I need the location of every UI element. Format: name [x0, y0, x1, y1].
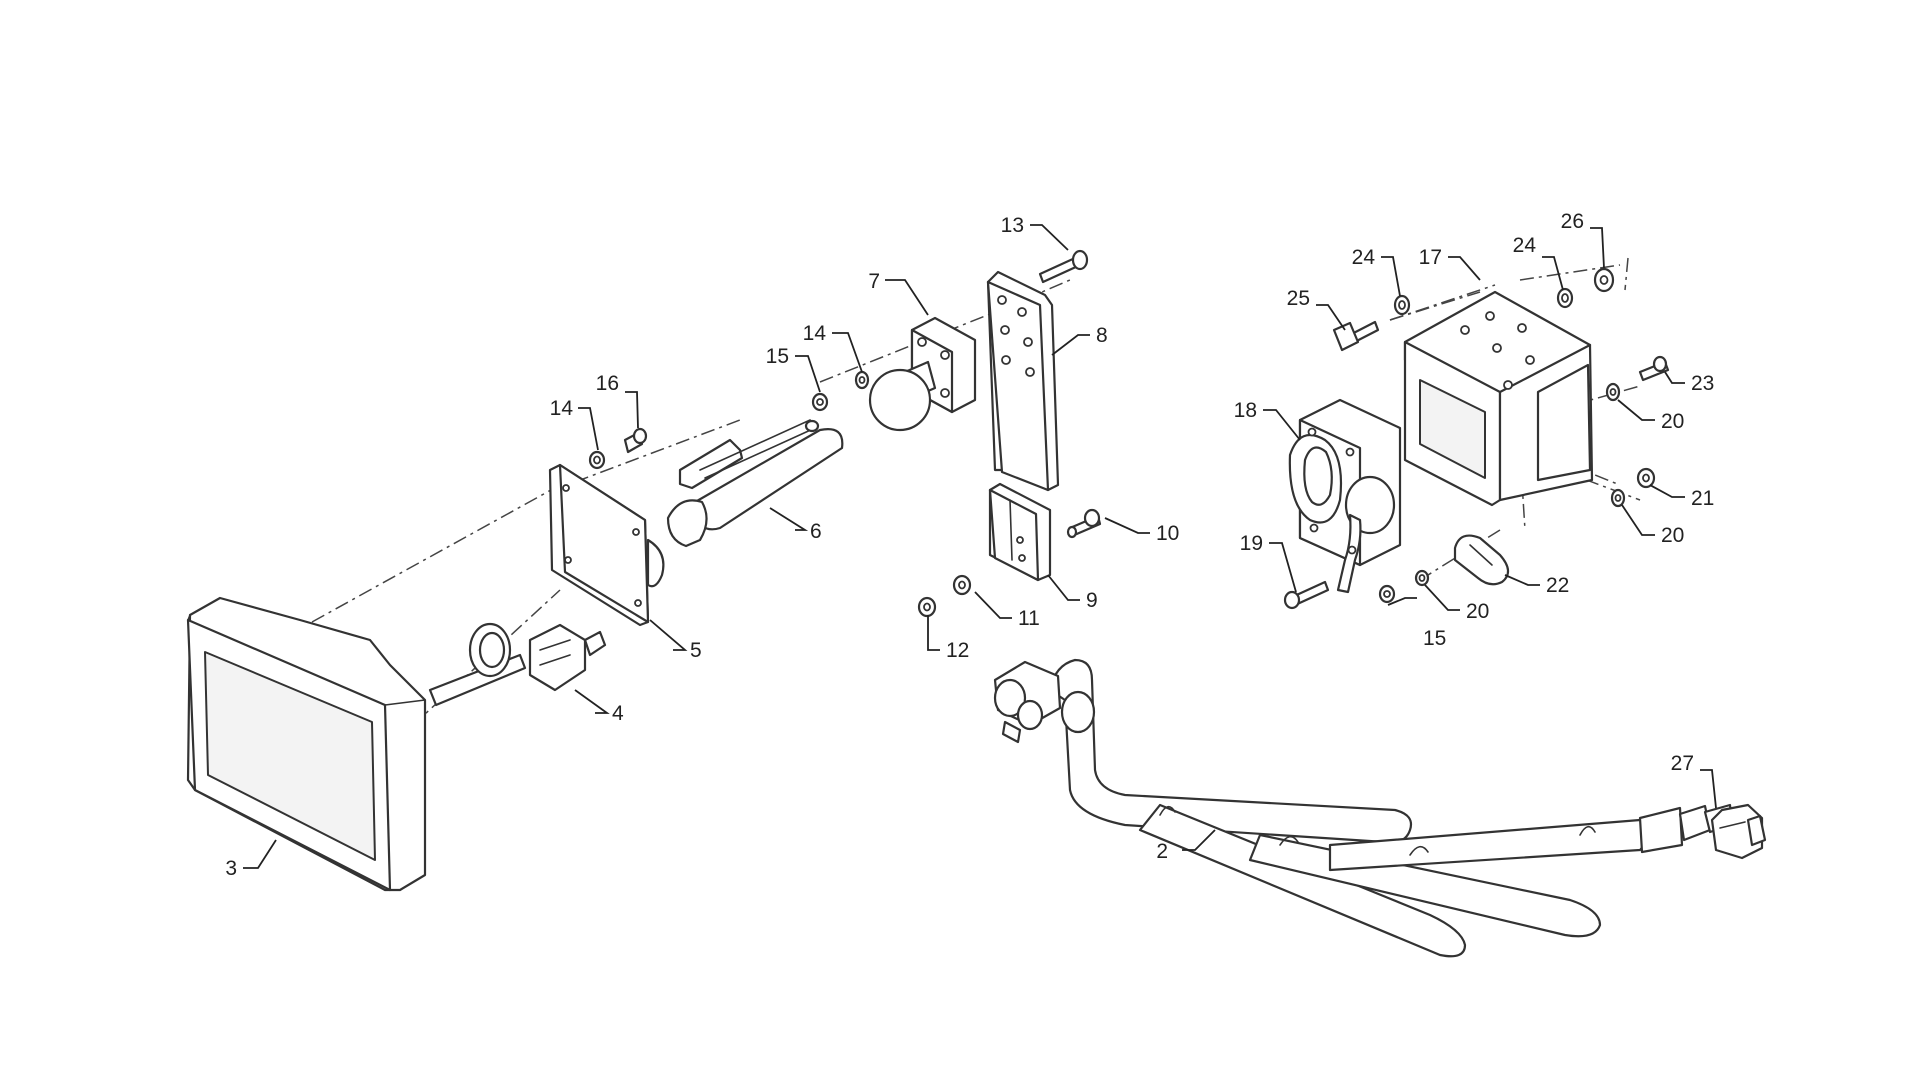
part-7-ball-mount [868, 316, 977, 432]
callout-8: 8 [1096, 324, 1108, 347]
leader-lines [243, 224, 1717, 869]
callout-5: 5 [690, 639, 702, 662]
callout-16: 16 [596, 372, 619, 395]
callout-2: 2 [1156, 840, 1168, 863]
hardware-bolts-washers [588, 249, 1670, 618]
callout-6: 6 [810, 520, 822, 543]
callout-20-upper: 20 [1661, 410, 1684, 433]
callout-14-center: 14 [803, 322, 827, 345]
part-2-wiring-harness [993, 658, 1734, 958]
callout-17: 17 [1419, 246, 1442, 269]
callout-4: 4 [612, 702, 624, 725]
callout-3: 3 [225, 857, 237, 880]
callout-20-lower: 20 [1661, 524, 1684, 547]
callout-22: 22 [1546, 574, 1569, 597]
callout-21: 21 [1691, 487, 1714, 510]
callout-10: 10 [1156, 522, 1179, 545]
callout-18: 18 [1234, 399, 1257, 422]
part-22-cable-clip [1453, 534, 1510, 586]
part-5-mounting-plate [548, 463, 665, 627]
callout-11: 11 [1018, 607, 1040, 630]
callout-23: 23 [1691, 372, 1714, 395]
callout-20-bottom: 20 [1466, 600, 1489, 623]
callout-19: 19 [1240, 532, 1263, 555]
part-8-long-bracket [986, 270, 1060, 492]
callout-15-center: 15 [766, 345, 789, 368]
part-17-u-bracket [1403, 290, 1594, 507]
callout-24-left: 24 [1352, 246, 1376, 269]
part-6-clamp-arm [666, 418, 844, 548]
part-4-connector [428, 622, 607, 707]
part-9-small-bracket [988, 482, 1052, 582]
callout-7: 7 [868, 270, 880, 293]
part-27-plug [1710, 803, 1767, 860]
part-18-power-socket [1288, 398, 1402, 594]
callout-27: 27 [1671, 752, 1694, 775]
part-3-display-monitor [186, 596, 427, 892]
callout-12: 12 [946, 639, 969, 662]
callout-24-right: 24 [1513, 234, 1537, 257]
callout-15-right: 15 [1423, 627, 1446, 650]
callout-13: 13 [1001, 214, 1024, 237]
callout-14-left: 14 [550, 397, 574, 420]
callout-25: 25 [1287, 287, 1310, 310]
callout-26: 26 [1561, 210, 1584, 233]
callout-9: 9 [1086, 589, 1098, 612]
callout-labels: 2 3 4 5 6 7 8 9 10 11 12 13 14 14 15 15 … [225, 210, 1714, 880]
